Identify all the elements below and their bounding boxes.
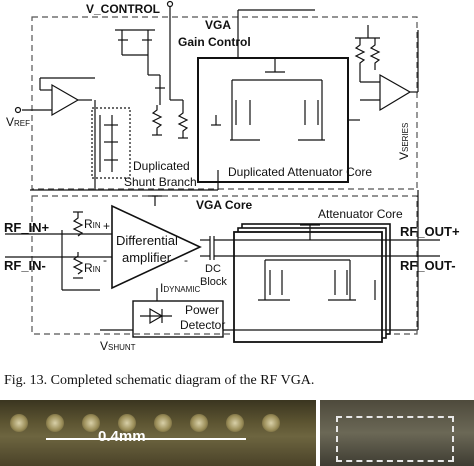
atten-core-label: Attenuator Core [318,207,403,221]
amp-minus-sign: - [103,253,107,267]
vcontrol-label: V_CONTROL [86,2,160,16]
scale-label: 0.4mm [98,428,146,445]
idynamic-label: IDYNAMIC [160,281,200,295]
dup-shunt-label-2: Shunt Branch [124,175,197,189]
dc-block-label-1: DC [205,263,221,275]
dc-block-label-2: Block [200,276,227,288]
rf-out-minus-label: RF_OUT- [400,258,456,273]
dup-shunt-label-1: Duplicated [133,159,190,173]
chip-photo: 0.4mm [0,400,474,466]
dup-atten-label: Duplicated Attenuator Core [228,165,372,179]
vga-title: VGA [205,18,231,32]
diff-amp-label-1: Differential [116,233,178,248]
scale-bar [46,438,246,440]
vga-core-box [31,195,418,335]
dup-atten-box [197,57,349,183]
dup-shunt-box [91,107,131,179]
power-detector-box [132,300,224,338]
vref-label: VREF [6,115,30,129]
power-detector-label-1: Power [185,303,219,317]
atten-core-box [233,231,383,343]
vga-core-label: VGA Core [196,198,253,212]
gain-control-label: Gain Control [178,35,251,49]
rf-out-plus-label: RF_OUT+ [400,224,460,239]
photo-marker-box [336,416,454,462]
amp-plus-sign: + [103,219,110,233]
power-detector-label-2: Detector [180,318,225,332]
diff-amp-shape [111,204,202,290]
out-minus-sign: - [184,253,188,267]
rin-top-label: RIN [84,217,101,231]
gain-control-box [31,16,418,190]
chip-photo-right [320,400,474,466]
vshunt-label: VSHUNT [100,339,136,353]
rin-bottom-label: RIN [84,261,101,275]
vga-schematic: V_CONTROL VGA Gain Control VREF Duplicat… [4,0,460,353]
diff-amp-label-2: amplifier [122,250,172,265]
rf-in-plus-label: RF_IN+ [4,220,50,235]
vseries-label: VSERIES [397,123,411,160]
chip-photo-left: 0.4mm [0,400,316,466]
figure-caption: Fig. 13. Completed schematic diagram of … [4,373,315,388]
rf-in-minus-label: RF_IN- [4,258,46,273]
